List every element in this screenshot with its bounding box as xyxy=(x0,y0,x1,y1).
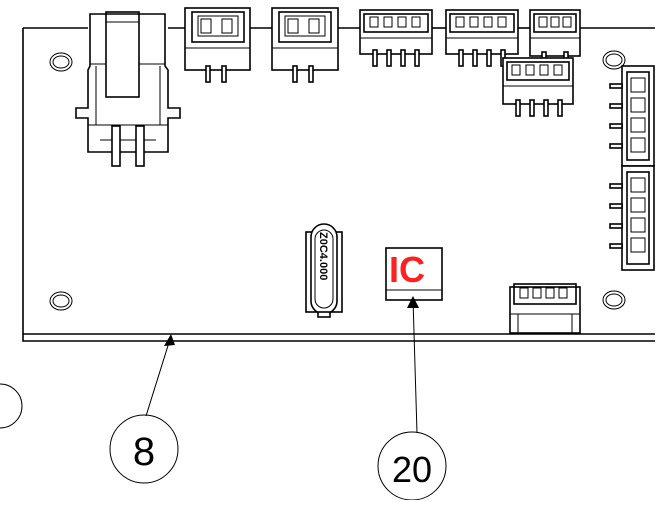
ic-label-i: IC xyxy=(389,249,425,290)
side-connector-lower xyxy=(609,165,655,271)
callout-ic: 20 xyxy=(377,431,447,501)
crystal-marking: Z0C4.000 xyxy=(317,232,329,280)
connector-4pin-c xyxy=(502,57,574,117)
callout-board: 8 xyxy=(109,414,179,484)
ic-chip: IC xyxy=(385,247,443,301)
connector-2pin-b xyxy=(271,7,339,83)
callout-leaders xyxy=(0,296,419,434)
callout-board-label: 8 xyxy=(133,430,155,474)
connector-bottom xyxy=(509,283,581,334)
callout-ic-label: 20 xyxy=(392,449,432,490)
connector-4pin-b xyxy=(445,9,519,67)
pcb-board xyxy=(22,27,655,342)
connector-2pin-a xyxy=(184,7,251,83)
power-connector xyxy=(75,11,181,167)
mounting-holes xyxy=(49,50,626,311)
side-connector-upper xyxy=(609,65,655,167)
connector-4pin-a xyxy=(359,9,433,67)
crystal-oscillator: Z0C4.000 xyxy=(305,223,343,318)
